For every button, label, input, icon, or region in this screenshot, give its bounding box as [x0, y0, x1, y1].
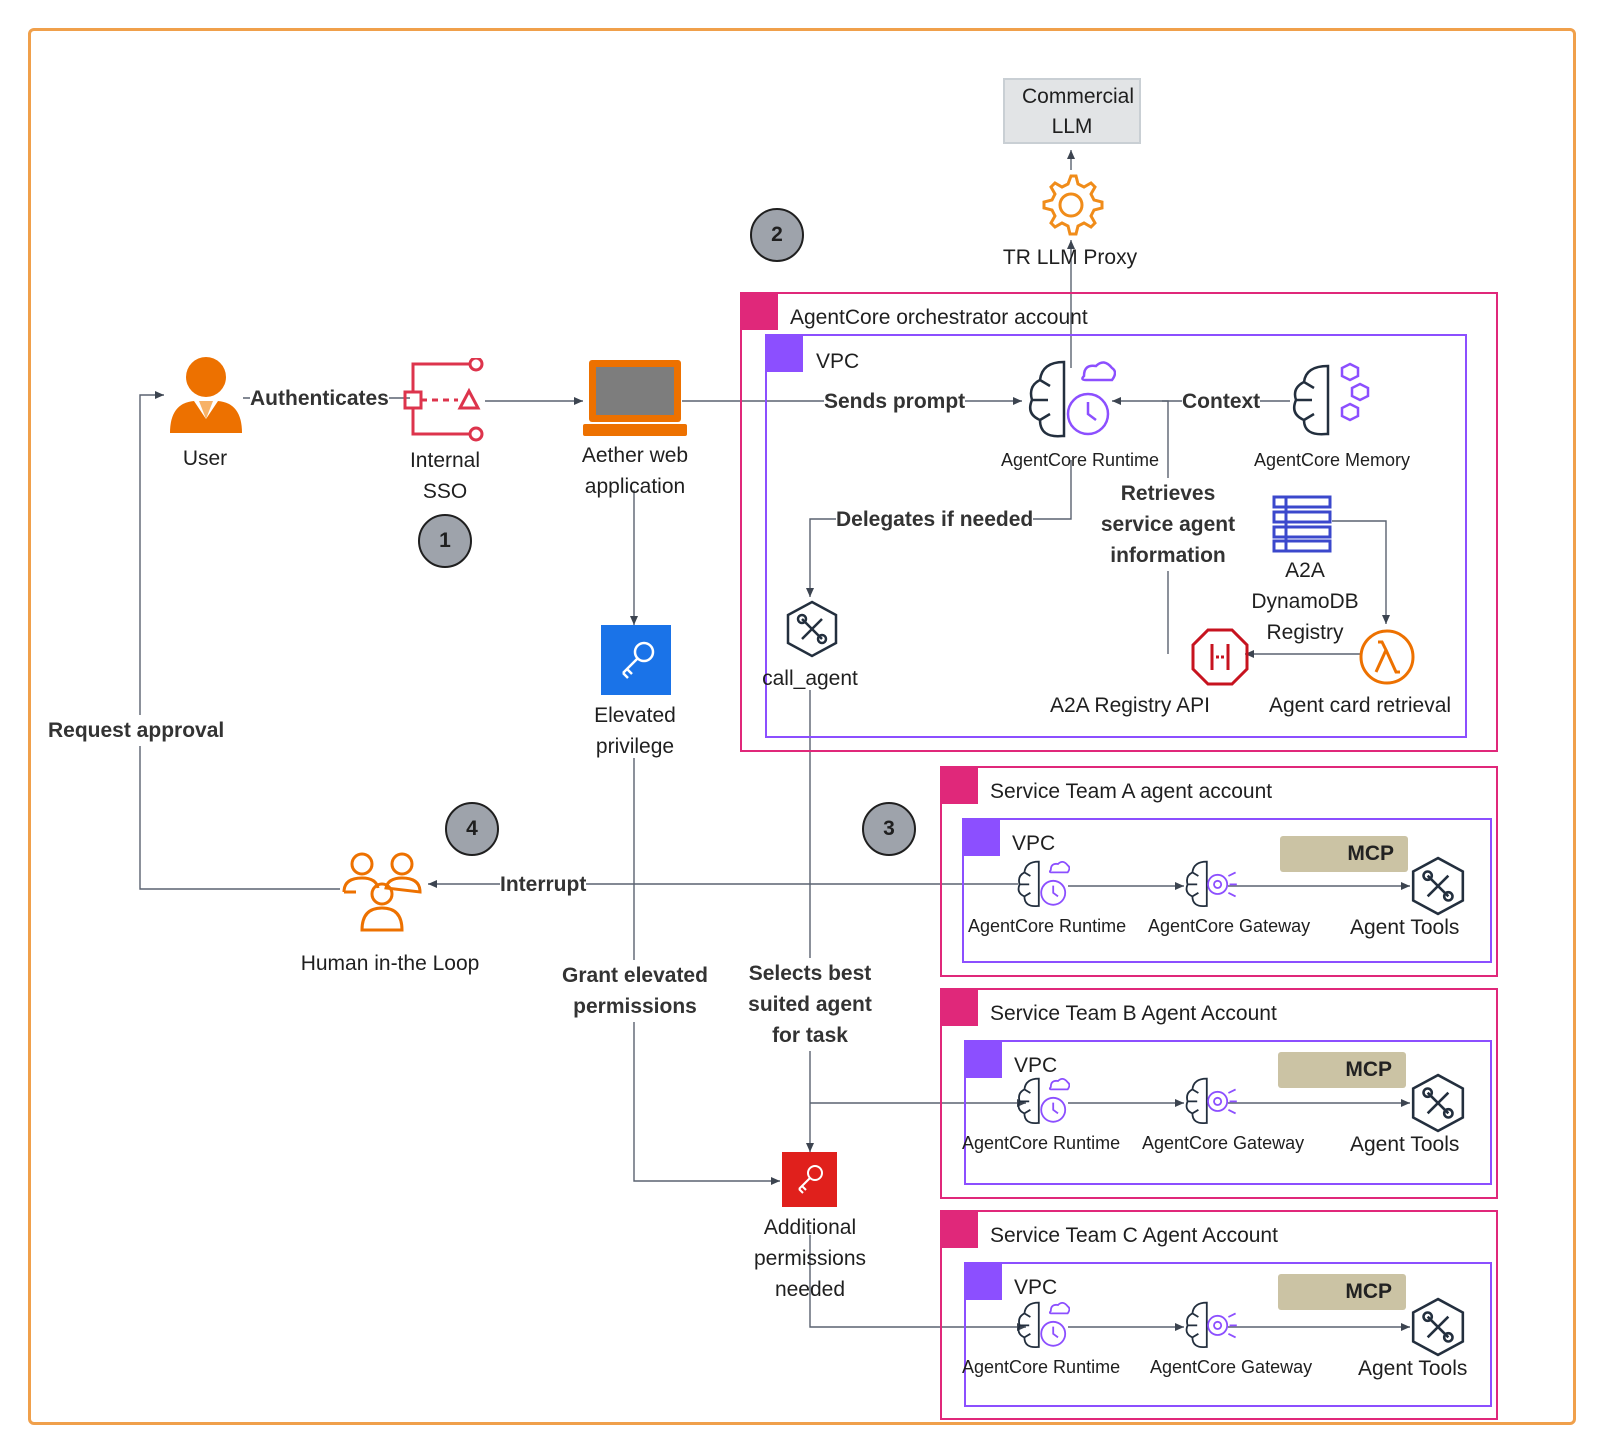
elevated-privilege-key: [601, 625, 671, 695]
edge-authenticates: Authenticates: [250, 383, 389, 414]
team-a-gateway-label: AgentCore Gateway: [1148, 916, 1311, 936]
orchestrator-account: [740, 292, 1498, 752]
elevated-privilege-label: Elevated privilege: [594, 704, 676, 758]
additional-permissions-label: Additional permissions needed: [753, 1216, 867, 1301]
human-loop-label: Human in-the Loop: [300, 952, 480, 975]
user-icon: [170, 357, 242, 433]
team-c-vpc: [964, 1262, 1492, 1407]
laptop-icon: [583, 360, 687, 436]
api-gateway-icon: [1191, 628, 1249, 686]
call-agent-label: call_agent: [762, 667, 858, 690]
orchestrator-account-title: AgentCore orchestrator account: [790, 306, 1088, 329]
agentcore-memory-icon: [1293, 362, 1370, 436]
sso-icon: [403, 358, 484, 442]
cloud-icon: [765, 334, 803, 372]
agentcore-runtime-icon: [1029, 360, 1116, 438]
team-b-vpc: [964, 1040, 1492, 1185]
step-2-badge: 2: [750, 208, 804, 262]
team-c-tools-label: Agent Tools: [1358, 1357, 1468, 1380]
team-b-runtime-icon: [1016, 1075, 1071, 1134]
cloud-icon: [964, 1040, 1002, 1078]
team-a-runtime-label: AgentCore Runtime: [968, 916, 1127, 936]
commercial-llm-label: Commercial LLM: [1022, 85, 1135, 138]
card-retrieval-label: Agent card retrieval: [1268, 694, 1452, 717]
team-c-runtime-label: AgentCore Runtime: [962, 1357, 1121, 1377]
account-icon: [940, 1210, 978, 1248]
team-b-gateway-label: AgentCore Gateway: [1142, 1133, 1305, 1153]
team-c-runtime-icon: [1016, 1299, 1071, 1358]
orchestrator-vpc: [765, 334, 1467, 738]
team-b-mcp-badge: MCP: [1278, 1052, 1406, 1088]
registry-api-label: A2A Registry API: [1050, 694, 1210, 717]
step-3-badge: 3: [862, 802, 916, 856]
team-c-account: [940, 1210, 1498, 1420]
additional-permissions-key: [782, 1152, 837, 1207]
edge-grant: Grant elevated permissions: [556, 960, 714, 1022]
team-a-mcp-badge: MCP: [1280, 836, 1408, 872]
team-b-tools-icon: [1410, 1073, 1466, 1138]
cloud-icon: [962, 818, 1000, 856]
gear-icon: [1042, 174, 1104, 236]
sso-label: Internal SSO: [409, 449, 481, 503]
team-a-gateway-icon: [1184, 858, 1238, 917]
web-app-label: Aether web application: [581, 444, 689, 498]
orchestrator-runtime-label: AgentCore Runtime: [1000, 450, 1160, 470]
edge-delegates: Delegates if needed: [836, 504, 1034, 535]
account-icon: [740, 292, 778, 330]
team-b-gateway-icon: [1184, 1075, 1238, 1134]
key-icon: [622, 641, 655, 679]
llm-proxy-label: TR LLM Proxy: [1002, 246, 1138, 269]
commercial-llm-box: Commercial LLM: [1003, 78, 1141, 144]
orchestrator-vpc-label: VPC: [816, 350, 860, 373]
team-a-vpc-label: VPC: [1012, 832, 1056, 855]
step-4-badge: 4: [445, 802, 499, 856]
team-b-tools-label: Agent Tools: [1350, 1133, 1460, 1156]
team-a-tools-icon: [1410, 856, 1466, 921]
team-b-account: [940, 988, 1498, 1199]
outer-frame: [28, 28, 1576, 1425]
lambda-icon: [1359, 629, 1415, 685]
team-a-runtime-icon: [1016, 858, 1071, 917]
team-c-title: Service Team C Agent Account: [990, 1224, 1278, 1247]
edge-request-approval: Request approval: [48, 715, 225, 746]
team-c-gateway-icon: [1184, 1299, 1238, 1358]
edge-sends-prompt: Sends prompt: [824, 386, 966, 417]
users-group-icon: [342, 852, 422, 932]
key-icon: [798, 1165, 823, 1194]
edge-context: Context: [1182, 386, 1261, 417]
team-a-tools-label: Agent Tools: [1350, 916, 1460, 939]
cloud-icon: [964, 1262, 1002, 1300]
user-label: User: [182, 447, 228, 470]
team-c-mcp-badge: MCP: [1278, 1274, 1406, 1310]
team-a-vpc: [962, 818, 1492, 963]
mcp-label: MCP: [1345, 1280, 1392, 1303]
team-a-account: [940, 766, 1498, 977]
team-c-vpc-label: VPC: [1014, 1276, 1058, 1299]
team-b-vpc-label: VPC: [1014, 1054, 1058, 1077]
team-a-title: Service Team A agent account: [990, 780, 1273, 803]
account-icon: [940, 766, 978, 804]
edge-selects: Selects best suited agent for task: [740, 958, 880, 1051]
team-b-title: Service Team B Agent Account: [990, 1002, 1277, 1025]
dynamodb-table-icon: [1272, 495, 1332, 553]
team-c-tools-icon: [1410, 1297, 1466, 1362]
team-b-runtime-label: AgentCore Runtime: [962, 1133, 1121, 1153]
memory-label: AgentCore Memory: [1253, 450, 1411, 470]
mcp-label: MCP: [1347, 842, 1394, 865]
tools-icon: [786, 600, 838, 658]
edge-interrupt: Interrupt: [500, 869, 587, 900]
team-c-gateway-label: AgentCore Gateway: [1150, 1357, 1313, 1377]
step-1-badge: 1: [418, 514, 472, 568]
edge-retrieves: Retrieves service agent information: [1088, 478, 1248, 571]
account-icon: [940, 988, 978, 1026]
mcp-label: MCP: [1345, 1058, 1392, 1081]
dynamodb-label: A2A DynamoDB Registry: [1251, 559, 1359, 644]
